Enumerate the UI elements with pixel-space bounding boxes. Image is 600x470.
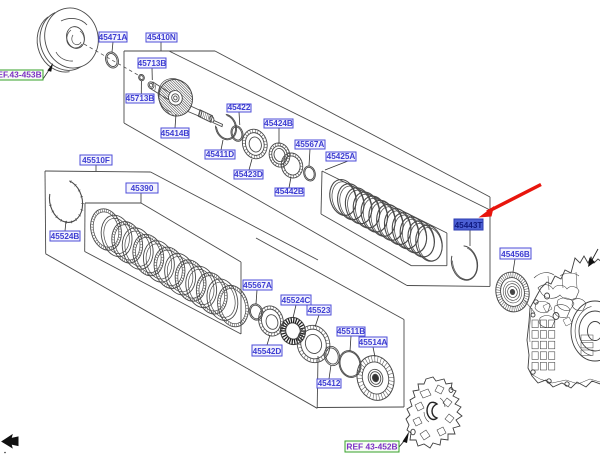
svg-text:45567A: 45567A [243,281,272,290]
svg-text:45442B: 45442B [275,187,304,196]
svg-text:45414B: 45414B [161,129,190,138]
svg-text:REF 43-452B: REF 43-452B [346,442,397,452]
svg-text:45471A: 45471A [99,33,128,42]
svg-text:45456B: 45456B [501,250,530,259]
svg-text:REF.43-453B: REF.43-453B [0,70,42,80]
svg-text:45410N: 45410N [147,33,176,42]
svg-text:45511B: 45511B [337,327,365,336]
svg-text:45423D: 45423D [234,170,263,179]
svg-text:45713B: 45713B [126,94,155,103]
svg-text:45412: 45412 [318,379,341,388]
svg-text:45713B: 45713B [138,59,167,68]
svg-text:45425A: 45425A [327,152,356,161]
svg-text:45567A: 45567A [296,140,325,149]
svg-text:45510F: 45510F [82,156,110,165]
svg-text:45523: 45523 [308,306,331,315]
svg-text:45411D: 45411D [206,150,234,159]
svg-text:45422: 45422 [228,103,251,112]
svg-text:45524C: 45524C [282,296,311,305]
svg-text:45542D: 45542D [253,347,282,356]
svg-text:45524B: 45524B [51,232,80,241]
svg-text:45390: 45390 [131,184,154,193]
svg-text:45424B: 45424B [264,119,293,128]
svg-text:45443T: 45443T [455,221,483,230]
svg-text:45514A: 45514A [359,338,388,347]
